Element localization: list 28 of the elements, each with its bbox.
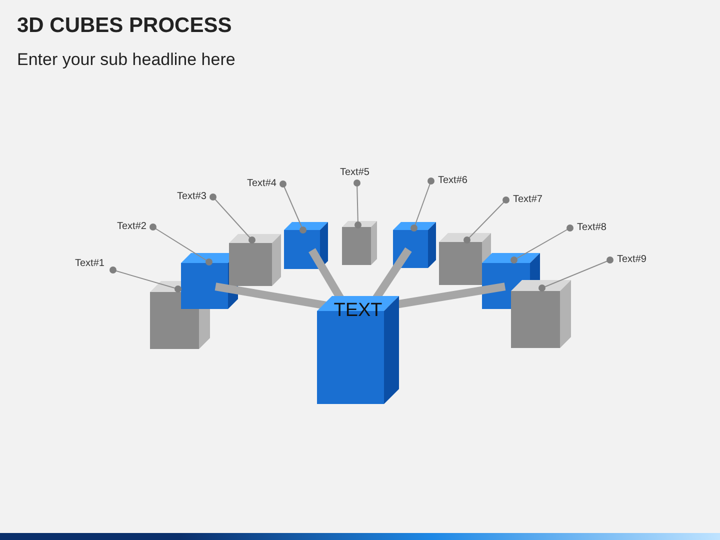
leader-line	[354, 180, 362, 228]
leader-line	[280, 180, 306, 234]
callout-text: Text#3	[177, 191, 206, 202]
title: 3D CUBES PROCESS	[17, 14, 232, 38]
callout-text: Text#6	[438, 175, 468, 186]
cube	[284, 222, 328, 269]
callout-text: Text#7	[513, 194, 542, 205]
leader-line	[150, 224, 212, 266]
leader-line	[210, 194, 256, 244]
callout-text: Text#9	[617, 254, 646, 265]
callout-text: Text#4	[247, 178, 276, 189]
cube	[439, 233, 491, 285]
callout-text: Text#5	[340, 167, 370, 178]
cube	[229, 234, 281, 286]
leader-line	[464, 196, 510, 244]
callout-text: Text#1	[75, 258, 104, 269]
leader-line	[410, 178, 434, 232]
callout-text: Text#2	[117, 221, 146, 232]
cube	[511, 280, 571, 348]
subtitle: Enter your sub headline here	[17, 50, 236, 70]
cube	[181, 253, 238, 309]
cube	[393, 222, 436, 268]
cube-label: TEXT	[332, 300, 384, 322]
leader-line	[510, 224, 574, 264]
cube	[342, 221, 377, 265]
leader-line	[110, 266, 182, 292]
callout-text: Text#8	[577, 222, 606, 233]
leader-line	[538, 256, 614, 292]
